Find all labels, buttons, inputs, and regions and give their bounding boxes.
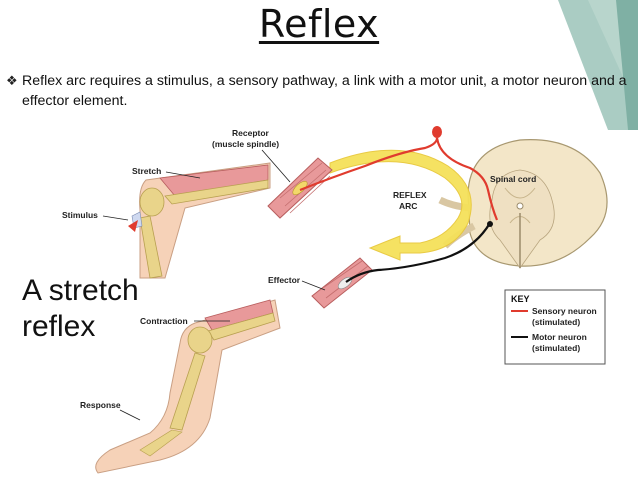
spinal-cord-illustration (432, 126, 608, 269)
muscle-spindle-illustration (267, 157, 333, 219)
contraction-label: Contraction (140, 316, 188, 326)
key-motor-line2: (stimulated) (532, 343, 580, 353)
lower-leg-illustration (95, 299, 281, 474)
key-title: KEY (511, 294, 530, 304)
stretch-reflex-diagram: Receptor (muscle spindle) Stretch Stimul… (22, 126, 608, 474)
effector-muscle-illustration (311, 257, 373, 309)
receptor-sub-label: (muscle spindle) (212, 139, 279, 149)
motor-neuron-path (345, 222, 491, 283)
key-sensory-line2: (stimulated) (532, 317, 580, 327)
arc-label: ARC (399, 201, 417, 211)
reflex-label: REFLEX (393, 190, 427, 200)
heading-line-2: reflex (22, 310, 95, 343)
upper-leg-illustration (128, 162, 271, 279)
corner-decoration (558, 0, 638, 130)
key-motor-line1: Motor neuron (532, 332, 587, 342)
receptor-label: Receptor (232, 128, 270, 138)
sensory-neuron-path (299, 137, 499, 221)
key-legend: KEY Sensory neuron (stimulated) Motor ne… (504, 289, 606, 365)
spinal-cord-label: Spinal cord (490, 174, 536, 184)
heading-line-1: A stretch (22, 274, 139, 307)
slide-title: Reflex (258, 2, 380, 46)
effector-label: Effector (268, 275, 301, 285)
reflex-arc-arrow (329, 149, 472, 261)
response-label: Response (80, 400, 121, 410)
key-sensory-line1: Sensory neuron (532, 306, 597, 316)
stimulus-label: Stimulus (62, 210, 98, 220)
stretch-label: Stretch (132, 166, 161, 176)
diamond-bullet-icon: ❖ (6, 73, 18, 88)
bullet-text: Reflex arc requires a stimulus, a sensor… (22, 73, 627, 109)
bullet-item: ❖ Reflex arc requires a stimulus, a sens… (6, 71, 631, 111)
